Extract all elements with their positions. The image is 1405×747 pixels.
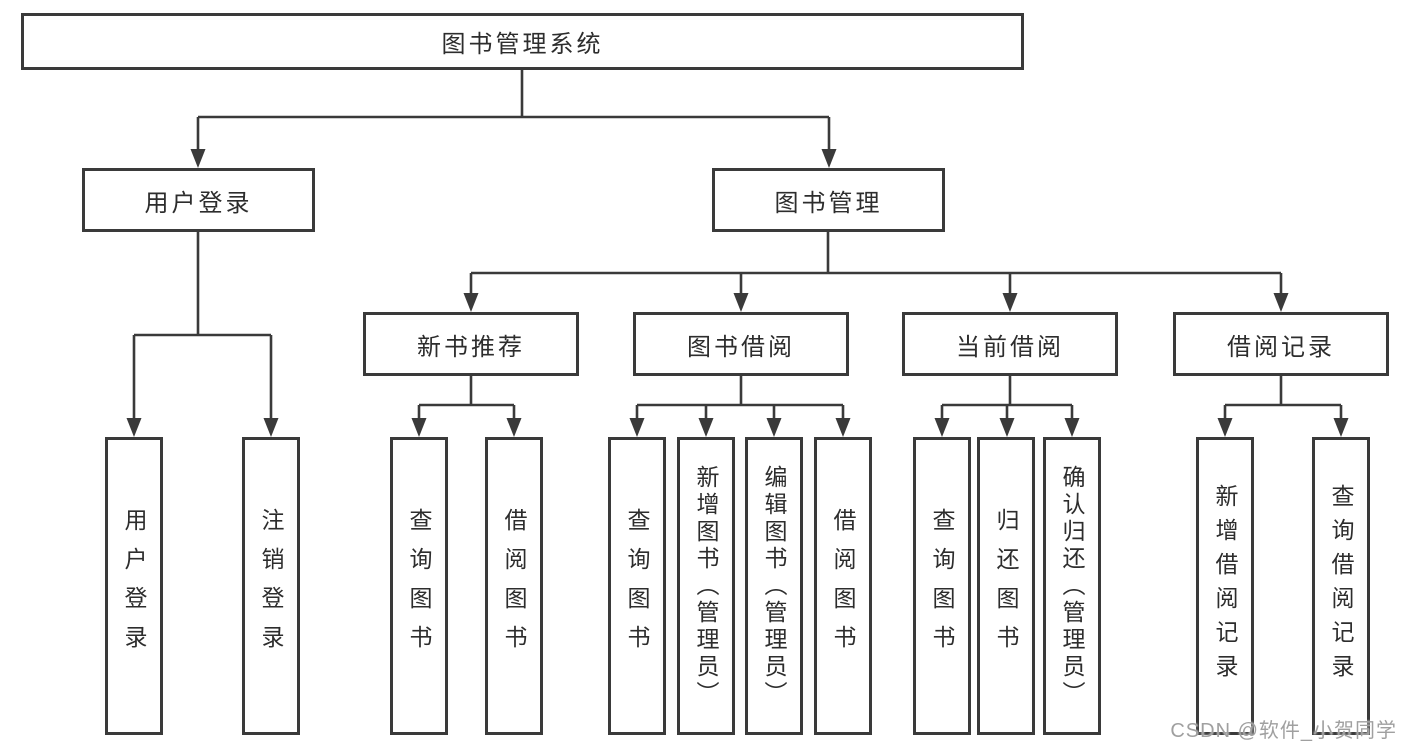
leaf-label: 新增借阅记录 [1212, 484, 1238, 688]
node-user-login: 用户登录 [82, 168, 315, 232]
node-library-management-system: 图书管理系统 [21, 13, 1024, 70]
leaf-return-book: 归还图书 [977, 437, 1035, 735]
leaf-query-book: 查询图书 [913, 437, 971, 735]
leaf-edit-book-admin: 编辑图书（管理员） [745, 437, 803, 735]
csdn-watermark: CSDN @软件_小贺同学 [1170, 720, 1397, 742]
node-book-management: 图书管理 [712, 168, 945, 232]
leaf-label: 用户登录 [121, 508, 147, 664]
leaf-label: 查询图书 [929, 508, 955, 664]
leaf-add-book-admin: 新增图书（管理员） [677, 437, 735, 735]
leaf-label: 查询借阅记录 [1328, 484, 1354, 688]
node-book-borrow: 图书借阅 [633, 312, 849, 376]
node-new-book-recommend: 新书推荐 [363, 312, 579, 376]
leaf-add-borrow-record: 新增借阅记录 [1196, 437, 1254, 735]
leaf-query-book: 查询图书 [390, 437, 448, 735]
leaf-label: 归还图书 [993, 508, 1019, 664]
node-current-borrow: 当前借阅 [902, 312, 1118, 376]
leaf-label: 新增图书（管理员） [693, 464, 719, 708]
node-borrow-record: 借阅记录 [1173, 312, 1389, 376]
leaf-label: 查询图书 [624, 508, 650, 664]
leaf-user-login: 用户登录 [105, 437, 163, 735]
leaf-label: 编辑图书（管理员） [761, 464, 787, 708]
leaf-logout: 注销登录 [242, 437, 300, 735]
node-label: 图书管理系统 [441, 31, 604, 58]
node-label: 用户登录 [144, 189, 253, 217]
leaf-confirm-return-admin: 确认归还（管理员） [1043, 437, 1101, 735]
leaf-label: 查询图书 [406, 508, 432, 664]
leaf-label: 确认归还（管理员） [1059, 464, 1085, 708]
leaf-label: 借阅图书 [830, 508, 856, 664]
leaf-label: 注销登录 [258, 508, 284, 664]
leaf-borrow-book: 借阅图书 [485, 437, 543, 735]
node-label: 新书推荐 [417, 333, 525, 361]
node-label: 图书借阅 [687, 333, 795, 361]
node-label: 借阅记录 [1227, 333, 1335, 361]
node-label: 当前借阅 [956, 333, 1064, 361]
leaf-query-borrow-record: 查询借阅记录 [1312, 437, 1370, 735]
node-label: 图书管理 [774, 189, 883, 217]
leaf-borrow-book: 借阅图书 [814, 437, 872, 735]
leaf-label: 借阅图书 [501, 508, 527, 664]
leaf-query-book: 查询图书 [608, 437, 666, 735]
